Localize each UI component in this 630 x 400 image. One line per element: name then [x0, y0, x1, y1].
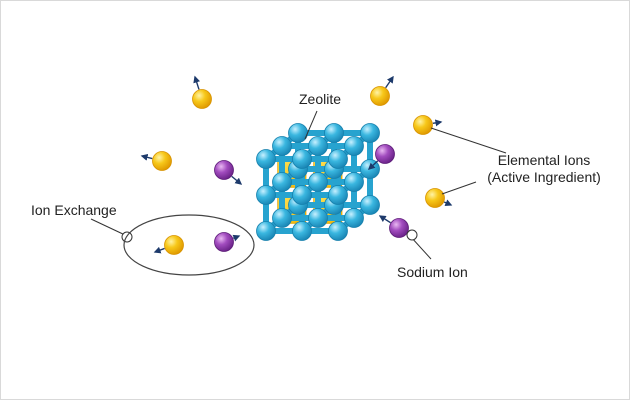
- zeolite-node: [308, 136, 328, 156]
- motion-arrow: [140, 153, 153, 161]
- zeolite-node: [272, 172, 292, 192]
- elemental-ion: [425, 188, 453, 208]
- zeolite-node: [288, 123, 308, 143]
- zeolite-node: [328, 221, 348, 241]
- zeolite-node: [272, 208, 292, 228]
- zeolite-node: [344, 172, 364, 192]
- elemental-ion-sphere: [370, 86, 390, 106]
- motion-arrow: [153, 246, 165, 254]
- motion-arrow: [367, 160, 379, 170]
- motion-arrow: [193, 75, 201, 90]
- elemental-ion-sphere: [152, 151, 172, 171]
- zeolite-node: [328, 185, 348, 205]
- zeolite-node: [308, 208, 328, 228]
- zeolite-node: [308, 172, 328, 192]
- ion-exchange-ellipse: [123, 214, 255, 276]
- sodium-ion: [214, 160, 243, 185]
- ion-exchange-callout-dot: [121, 231, 133, 243]
- elemental-leader-line-top: [430, 127, 507, 154]
- zeolite-nodes: [256, 123, 380, 241]
- zeolite-node: [344, 136, 364, 156]
- elemental-ion-sphere: [164, 235, 184, 255]
- zeolite-leader-line: [304, 110, 318, 140]
- zeolite-node: [256, 221, 276, 241]
- zeolite-node: [292, 221, 312, 241]
- zeolite-label: Zeolite: [299, 91, 342, 107]
- elemental-ion: [192, 75, 212, 109]
- elemental-ion: [140, 151, 172, 171]
- sodium-ion-sphere: [375, 144, 395, 164]
- ion-exchange-leader-line: [90, 218, 126, 236]
- sodium-ion: [214, 232, 241, 252]
- elemental-ion: [153, 235, 184, 255]
- motion-arrow: [378, 215, 391, 224]
- zeolite-node: [272, 136, 292, 156]
- free-ions: [140, 75, 453, 255]
- zeolite-framework: [256, 123, 380, 241]
- motion-arrow: [231, 175, 243, 185]
- sodium-leader-line: [410, 236, 432, 260]
- motion-arrow: [232, 234, 241, 242]
- zeolite-node: [360, 195, 380, 215]
- motion-arrow: [443, 199, 453, 206]
- elemental-leader-line-bottom: [441, 181, 477, 195]
- motion-arrow: [432, 119, 443, 127]
- sodium-ion-label: Sodium Ion: [397, 264, 468, 280]
- sodium-ion-sphere: [214, 160, 234, 180]
- elemental-ions-label-line1: Elemental Ions: [497, 152, 591, 168]
- motion-arrow: [385, 75, 394, 89]
- elemental-ion-sphere: [425, 188, 445, 208]
- elemental-ions-label: Elemental Ions (Active Ingredient): [479, 152, 609, 186]
- elemental-ion-sphere: [413, 115, 433, 135]
- leader-lines: [90, 110, 507, 276]
- elemental-ion: [413, 115, 443, 135]
- zeolite-node: [344, 208, 364, 228]
- zeolite-node: [256, 149, 276, 169]
- sodium-ion-sphere: [389, 218, 409, 238]
- sodium-ion: [378, 215, 409, 238]
- elemental-ion: [370, 75, 394, 106]
- zeolite-node: [324, 123, 344, 143]
- zeolite-node: [292, 185, 312, 205]
- zeolite-node: [256, 185, 276, 205]
- sodium-ion: [367, 144, 395, 170]
- zeolite-node: [328, 149, 348, 169]
- zeolite-node: [292, 149, 312, 169]
- sodium-callout-dot: [406, 229, 418, 241]
- zeolite-node: [360, 123, 380, 143]
- elemental-ions-label-line2: (Active Ingredient): [487, 169, 601, 185]
- ion-exchange-label: Ion Exchange: [31, 202, 117, 218]
- sodium-ion-sphere: [214, 232, 234, 252]
- elemental-ion-sphere: [192, 89, 212, 109]
